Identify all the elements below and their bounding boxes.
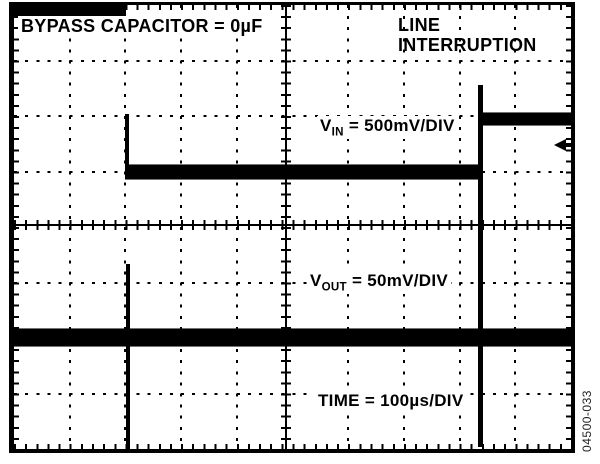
vin-scale-value: = 500mV/DIV — [343, 116, 455, 135]
horizontal-division-gridline — [14, 392, 571, 395]
channel-reference-arrow-icon — [554, 139, 566, 151]
center-horizontal-axis — [14, 224, 571, 226]
line-interruption-label-line2: INTERRUPTION — [398, 35, 537, 56]
bypass-capacitor-label: BYPASS CAPACITOR = 0µF — [18, 16, 266, 37]
vin-subscript: IN — [331, 126, 344, 139]
line-restoration-transient-spike — [478, 85, 483, 447]
horizontal-division-gridline — [14, 115, 571, 117]
line-interruption-label-line1: LINE — [398, 15, 441, 35]
right-border-ticks — [566, 5, 571, 449]
horizontal-division-gridline — [14, 59, 571, 62]
vin-trace-high-before-interruption — [14, 5, 126, 16]
figure-number: 04500-033 — [580, 390, 594, 452]
vin-trace-low-during-interruption — [125, 165, 481, 179]
vin-trace-falling-edge — [125, 114, 129, 174]
vout-symbol: V — [310, 271, 322, 290]
vout-interruption-transient-spike — [126, 264, 130, 449]
scope-grid: BYPASS CAPACITOR = 0µF LINE INTERRUPTION… — [9, 2, 575, 453]
time-scale-label: TIME = 100µs/DIV — [315, 391, 467, 411]
vin-trace-high-after-restoration — [481, 113, 571, 125]
bottom-border-ticks — [14, 444, 571, 449]
horizontal-division-gridline — [14, 281, 571, 284]
channel-reference-arrow-tail — [565, 143, 571, 147]
vout-scale-label: VOUT = 50mV/DIV — [307, 271, 452, 295]
top-border-ticks — [14, 5, 571, 10]
vout-trace-baseline — [14, 329, 571, 346]
line-interruption-label: LINE INTERRUPTION — [395, 15, 540, 55]
vin-scale-label: VIN = 500mV/DIV — [317, 116, 458, 140]
vin-symbol: V — [320, 116, 332, 135]
vout-scale-value: = 50mV/DIV — [346, 271, 449, 290]
vout-subscript: OUT — [321, 281, 347, 294]
left-border-ticks — [14, 5, 19, 449]
